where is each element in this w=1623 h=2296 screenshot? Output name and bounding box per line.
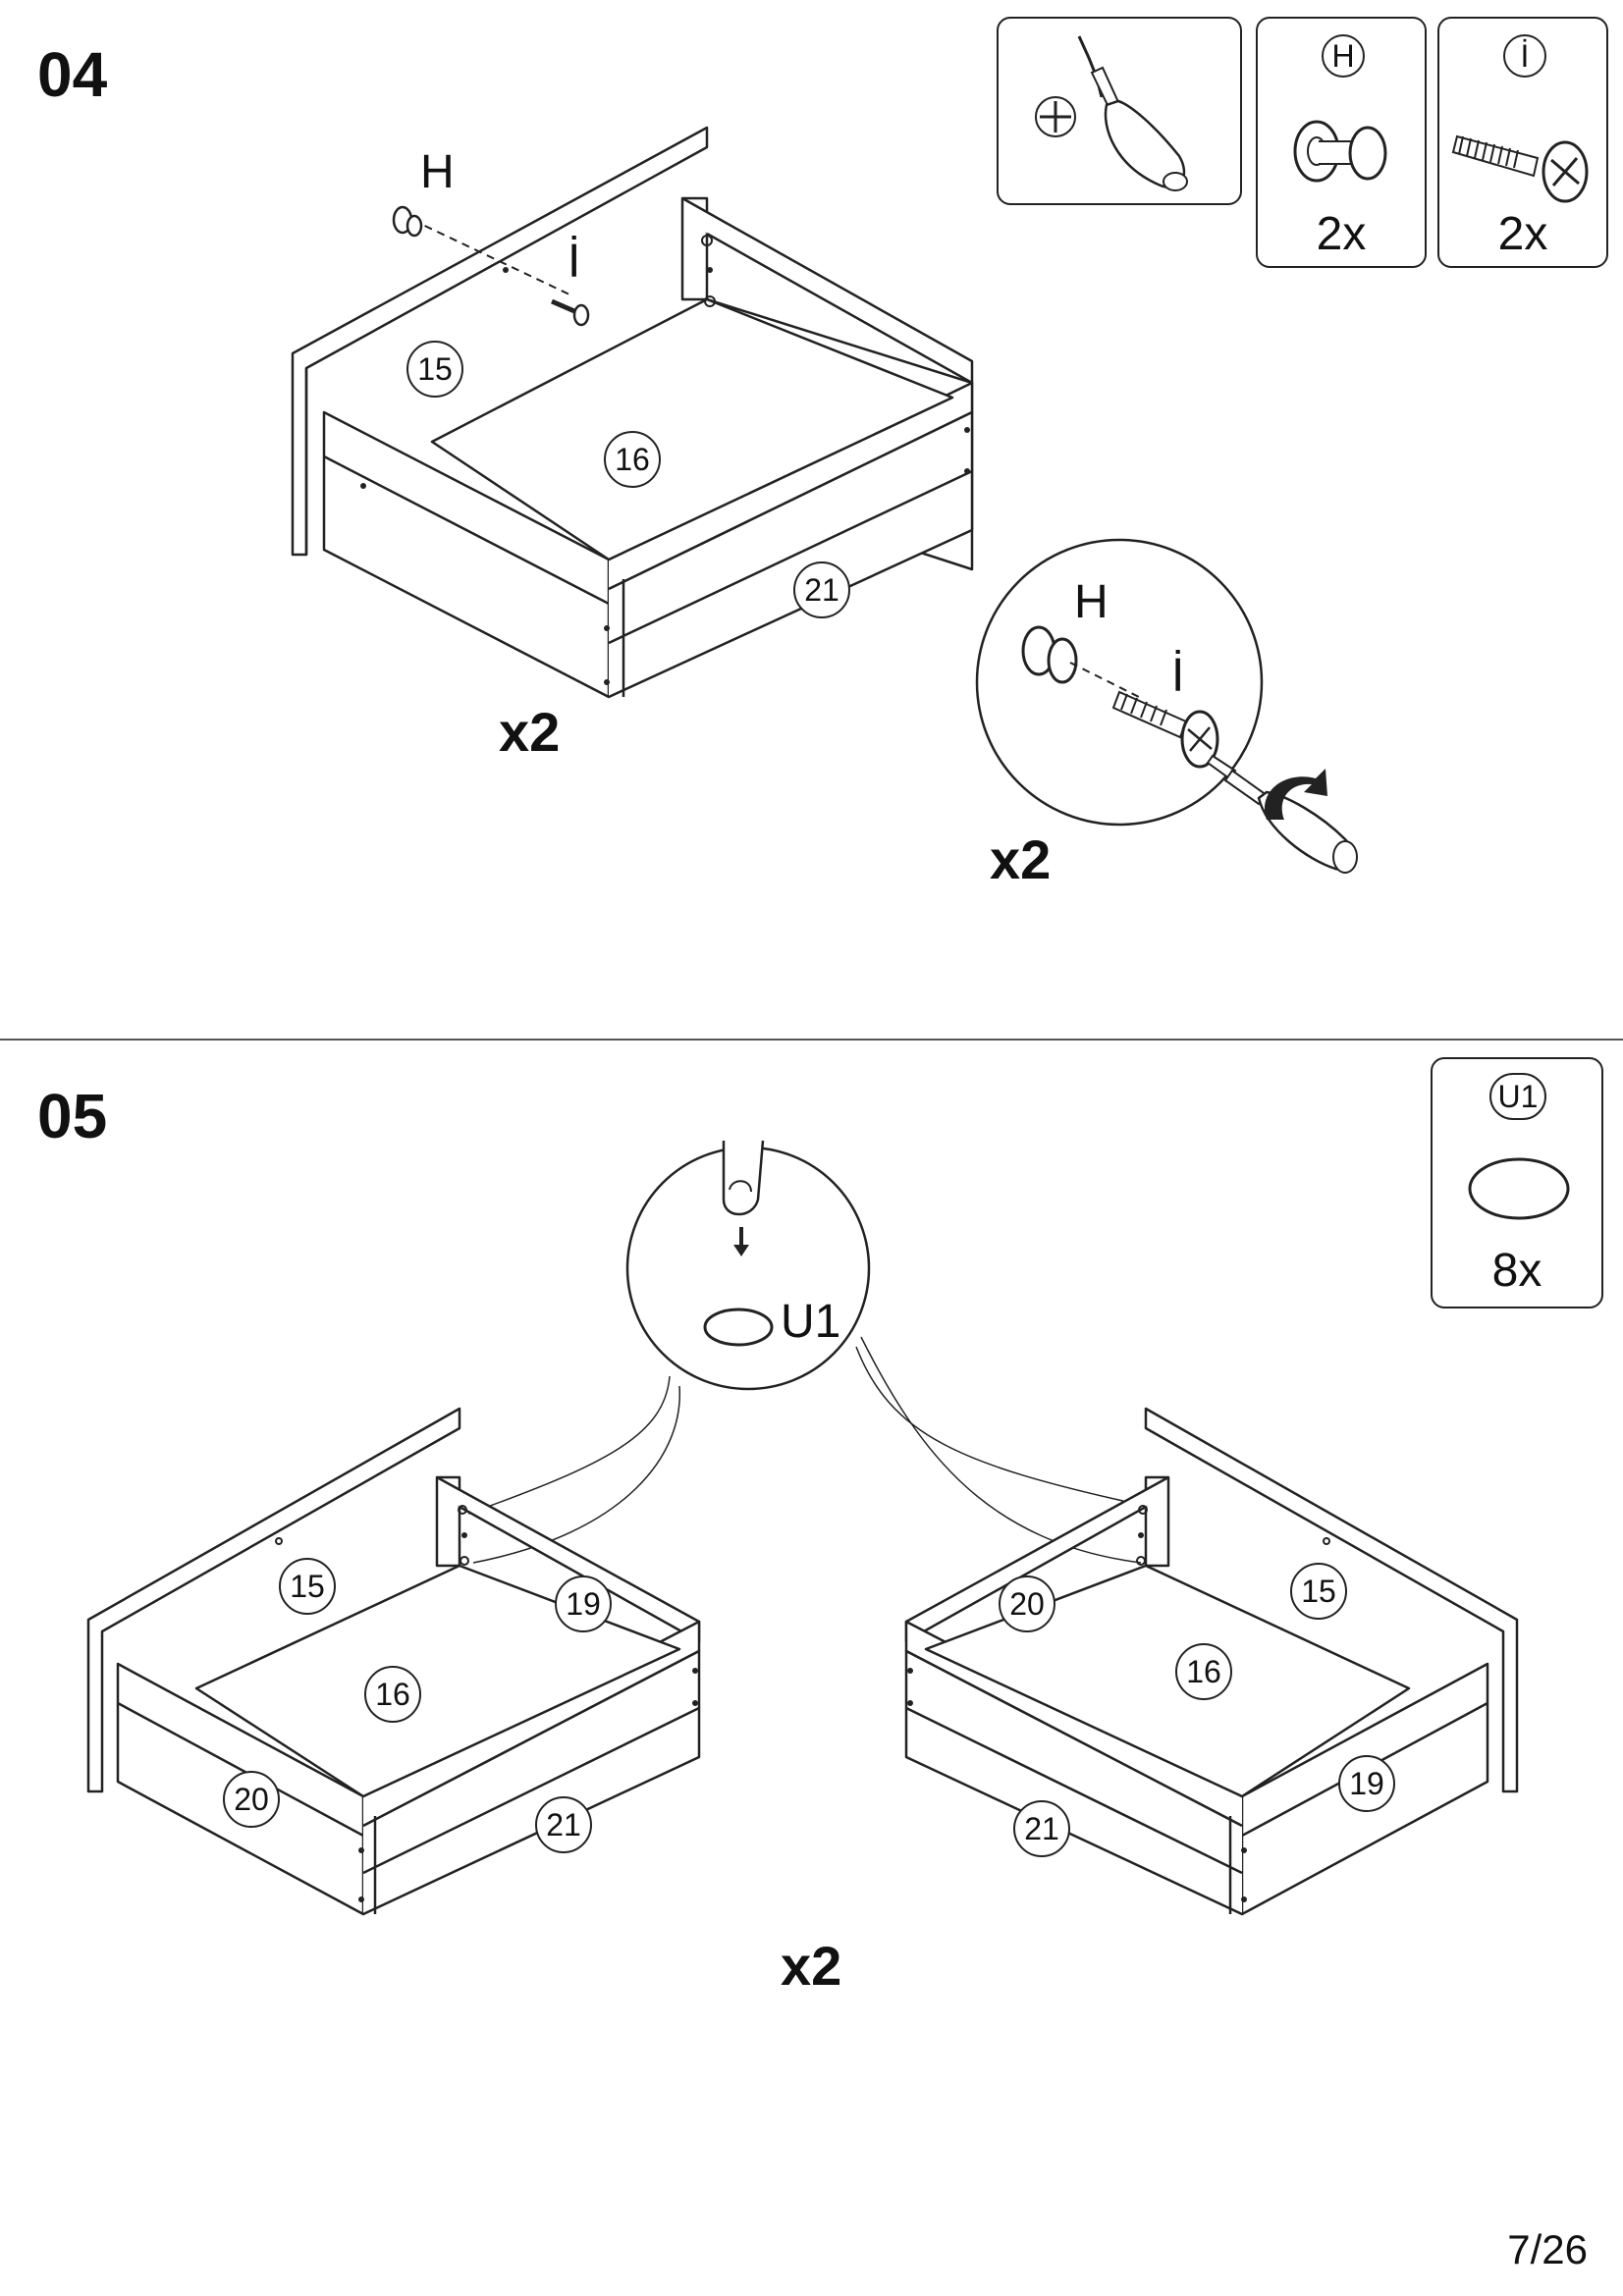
step05-right-drawer-illustration bbox=[904, 1407, 1519, 1916]
left-part-20: 20 bbox=[223, 1771, 280, 1828]
hardware-qty-h: 2x bbox=[1316, 208, 1367, 260]
step05-left-drawer-illustration bbox=[86, 1407, 701, 1916]
hardware-code-i: İ bbox=[1503, 34, 1546, 78]
hardware-qty-u1: 8x bbox=[1491, 1245, 1542, 1297]
step05-multiplier: x2 bbox=[781, 1935, 842, 1997]
label-h: H bbox=[420, 146, 455, 198]
step04-detail-circle bbox=[975, 538, 1358, 874]
right-part-20: 20 bbox=[999, 1575, 1055, 1632]
hardware-code-h: H bbox=[1322, 34, 1365, 78]
cam-bolt-icon bbox=[1451, 134, 1589, 203]
hardware-box-i: İ 2x bbox=[1437, 17, 1608, 268]
step04-drawer-illustration bbox=[291, 126, 974, 699]
left-part-15: 15 bbox=[279, 1558, 336, 1615]
felt-pad-icon bbox=[1468, 1157, 1570, 1220]
right-part-16: 16 bbox=[1175, 1643, 1232, 1700]
part-15: 15 bbox=[406, 341, 463, 398]
step05-detail-circle bbox=[467, 1140, 1142, 1564]
right-part-19: 19 bbox=[1338, 1755, 1395, 1812]
hardware-qty-i: 2x bbox=[1497, 208, 1548, 260]
left-part-19: 19 bbox=[555, 1575, 612, 1632]
cam-lock-icon bbox=[1293, 120, 1387, 183]
hardware-code-u1: U1 bbox=[1489, 1073, 1546, 1120]
detail-label-u1: U1 bbox=[781, 1296, 841, 1348]
step-05-number: 05 bbox=[37, 1081, 108, 1151]
part-16: 16 bbox=[604, 431, 661, 488]
right-part-21: 21 bbox=[1013, 1800, 1070, 1857]
part-21: 21 bbox=[793, 561, 850, 618]
tool-box-screwdriver bbox=[997, 17, 1242, 205]
left-part-21: 21 bbox=[535, 1796, 592, 1853]
right-part-15: 15 bbox=[1290, 1563, 1347, 1620]
detail-label-h: H bbox=[1074, 576, 1109, 628]
page-number: 7/26 bbox=[1507, 2226, 1588, 2272]
hardware-box-h: H 2x bbox=[1256, 17, 1427, 268]
screwdriver-icon bbox=[1035, 35, 1188, 191]
label-i: İ bbox=[568, 236, 581, 288]
detail-label-i: İ bbox=[1171, 650, 1185, 702]
step04-multiplier: x2 bbox=[499, 701, 561, 763]
hardware-box-u1: U1 8x bbox=[1431, 1057, 1603, 1308]
step04-detail-multiplier: x2 bbox=[990, 828, 1052, 890]
left-part-16: 16 bbox=[364, 1666, 421, 1723]
step-divider bbox=[0, 1039, 1623, 1041]
step-04-number: 04 bbox=[37, 39, 108, 110]
